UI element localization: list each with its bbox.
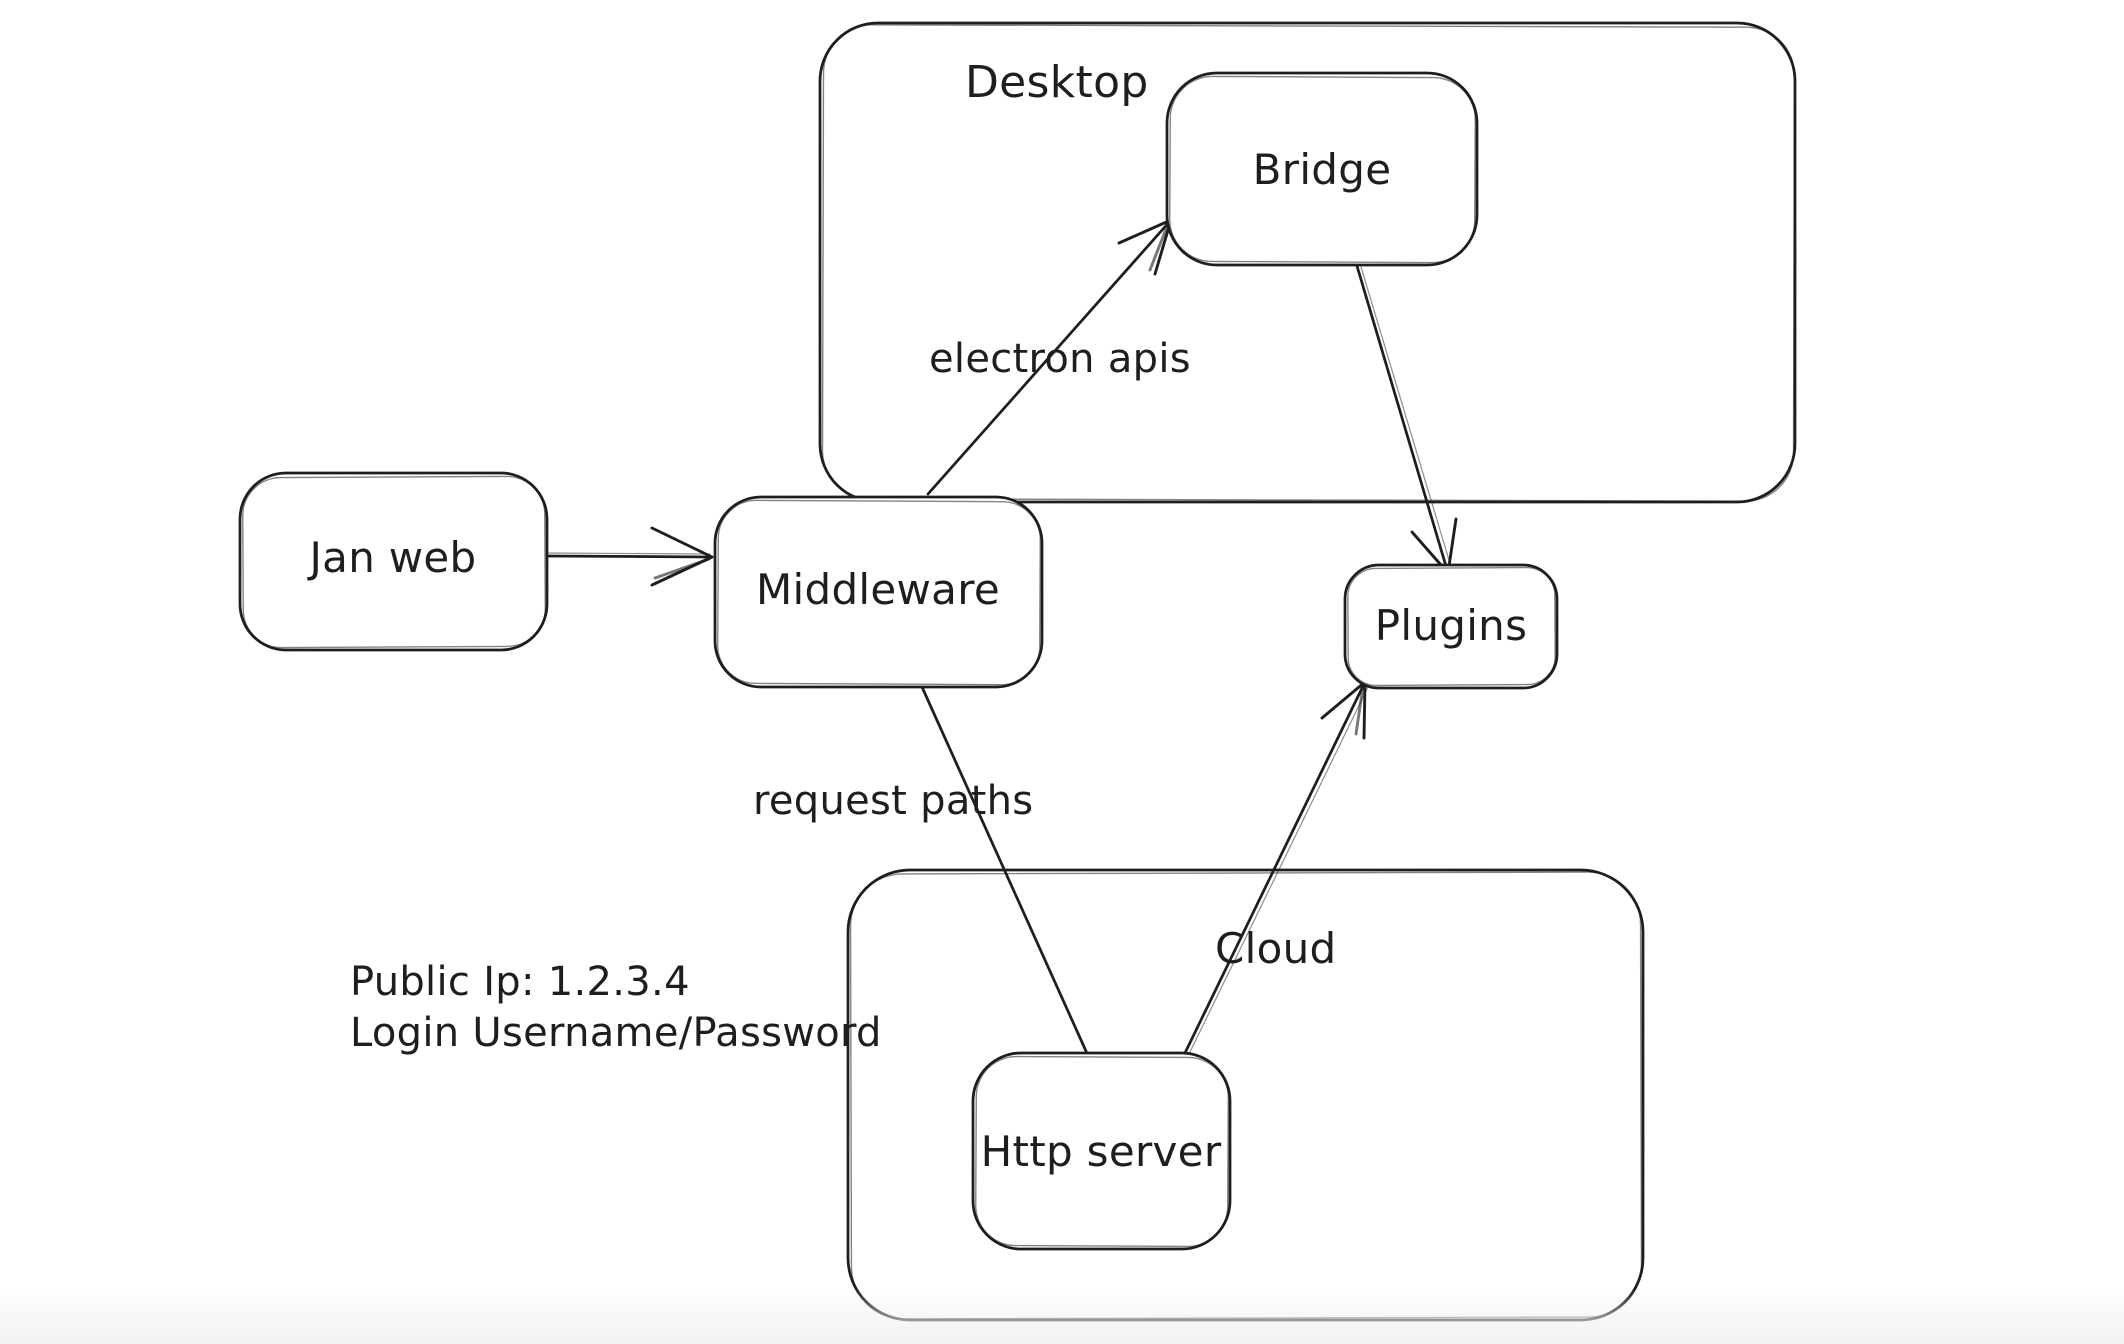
edge-janweb-to-middleware-arrowhead-sketch	[653, 557, 711, 580]
note-login[interactable]: Login Username/Password	[350, 1010, 882, 1056]
edge-middleware-to-bridge[interactable]: electron apis	[926, 218, 1191, 496]
edge-janweb-to-middleware-arrowhead	[650, 526, 714, 587]
node-bridge-label: Bridge	[1253, 145, 1392, 194]
node-jan-web[interactable]: Jan web	[238, 471, 549, 652]
edge-httpserver-to-plugins[interactable]	[1183, 680, 1370, 1055]
desktop-frame-box-sketch-stroke	[821, 24, 1796, 502]
desktop-frame-box[interactable]	[818, 21, 1797, 504]
node-middleware-box[interactable]	[713, 495, 1044, 689]
edge-httpserver-to-plugins-line-sketch	[1188, 684, 1370, 1055]
node-jan-web-box-sketch-stroke	[242, 475, 546, 649]
node-http-server[interactable]: Http server	[971, 1051, 1232, 1251]
edge-bridge-to-plugins[interactable]	[1355, 264, 1458, 575]
node-http-server-label: Http server	[981, 1127, 1222, 1176]
edge-janweb-to-middleware[interactable]	[545, 526, 714, 587]
cloud-frame-label[interactable]: Cloud	[1215, 924, 1336, 973]
node-middleware-box-sketch-stroke	[717, 499, 1041, 686]
node-bridge-box[interactable]	[1165, 71, 1479, 267]
edge-janweb-to-middleware-line-sketch	[548, 552, 711, 555]
edge-janweb-to-middleware-line[interactable]	[545, 554, 714, 559]
edge-middleware-to-httpserver[interactable]: request paths	[753, 685, 1092, 1062]
node-jan-web-box[interactable]	[238, 471, 549, 652]
node-middleware[interactable]: Middleware	[713, 495, 1044, 689]
edge-httpserver-to-plugins-arrowhead-sketch	[1354, 684, 1365, 736]
node-http-server-box-sketch-stroke	[975, 1055, 1229, 1248]
container-desktop[interactable]: Desktop	[818, 21, 1797, 504]
node-jan-web-label: Jan web	[306, 533, 476, 582]
node-middleware-label: Middleware	[756, 565, 1000, 614]
edge-middleware-to-httpserver-line[interactable]	[920, 685, 1092, 1062]
edge-httpserver-to-plugins-line[interactable]	[1183, 680, 1367, 1055]
node-plugins-box-sketch-stroke	[1347, 566, 1556, 687]
edge-label-electron-apis[interactable]: electron apis	[929, 336, 1191, 382]
edge-middleware-to-bridge-line[interactable]	[926, 218, 1173, 496]
node-plugins-label: Plugins	[1375, 601, 1528, 650]
note-public-ip[interactable]: Public Ip: 1.2.3.4	[350, 959, 690, 1005]
node-bridge[interactable]: Bridge	[1165, 71, 1479, 267]
edge-bridge-to-plugins-line-sketch	[1360, 266, 1453, 571]
node-plugins[interactable]: Plugins	[1343, 563, 1559, 690]
edge-label-request-paths[interactable]: request paths	[753, 778, 1033, 824]
note-credentials[interactable]: Public Ip: 1.2.3.4 Login Username/Passwo…	[350, 959, 882, 1056]
desktop-frame-label[interactable]: Desktop	[965, 57, 1149, 108]
node-http-server-box[interactable]	[971, 1051, 1232, 1251]
node-plugins-box[interactable]	[1343, 563, 1559, 690]
edge-bridge-to-plugins-line[interactable]	[1355, 264, 1450, 575]
edge-middleware-to-bridge-arrowhead-sketch	[1148, 222, 1170, 272]
node-bridge-box-sketch-stroke	[1169, 75, 1476, 264]
